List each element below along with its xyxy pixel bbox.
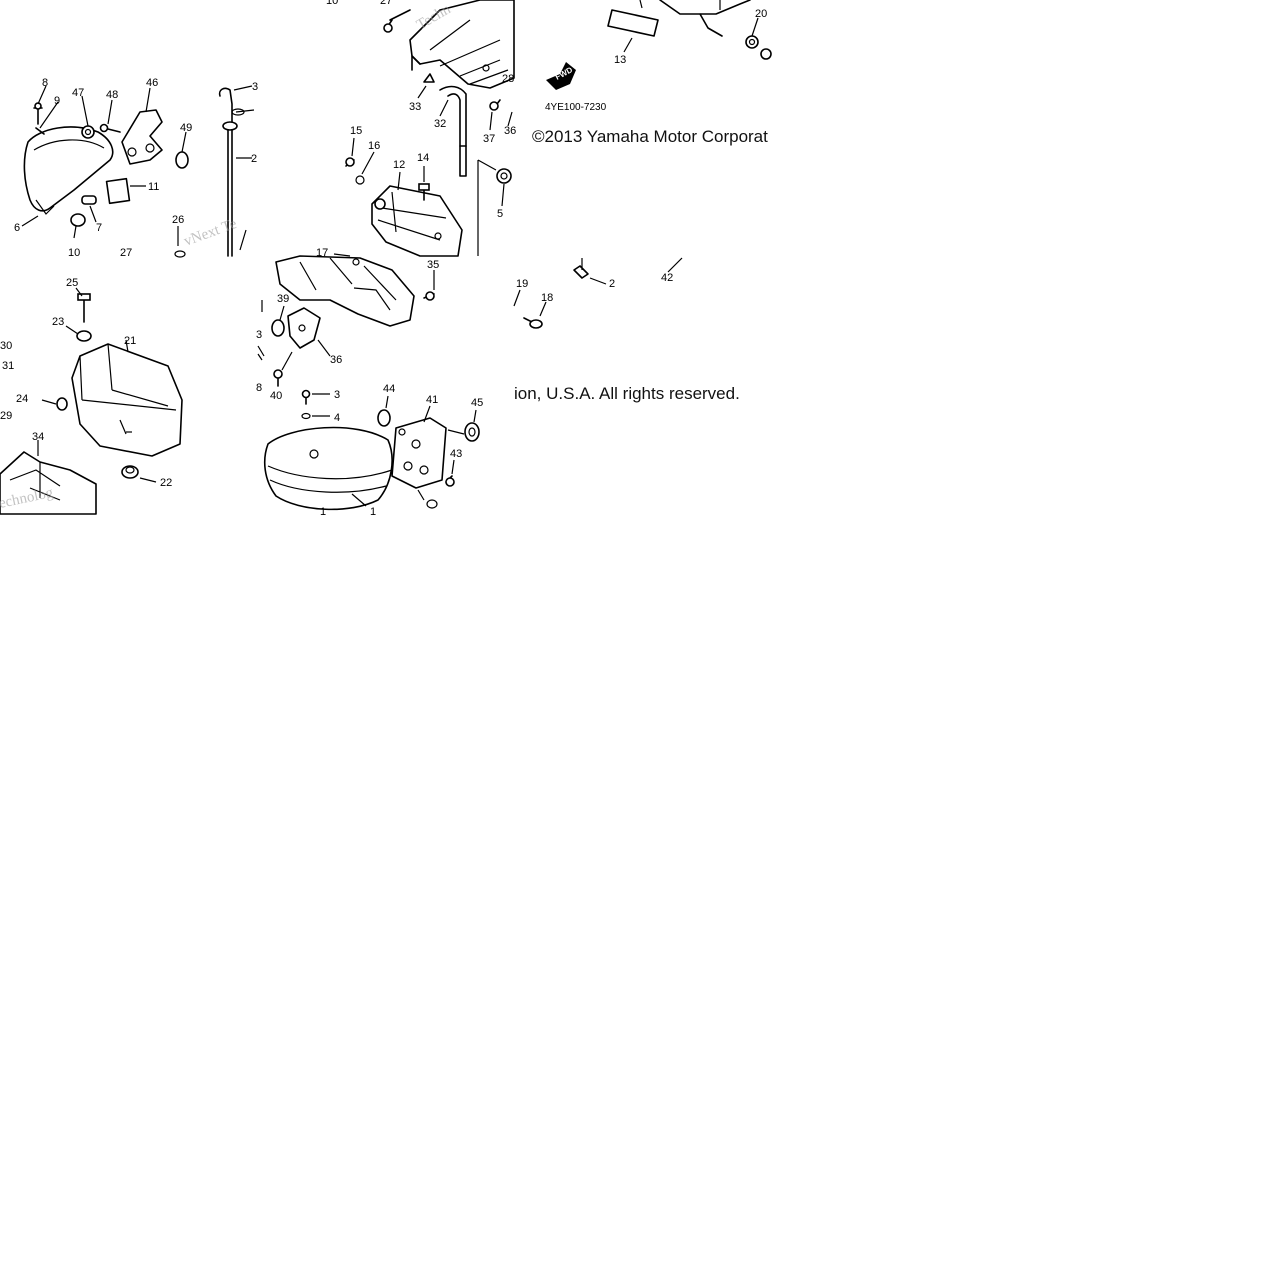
hose-part-32 <box>439 85 467 177</box>
callout-4: 4 <box>334 412 340 424</box>
callout-23: 23 <box>52 316 64 328</box>
callout-29: 29 <box>0 410 12 422</box>
headlight-cowl-part-6 <box>23 126 114 212</box>
callout-35: 35 <box>427 259 439 271</box>
callout-14: 14 <box>417 152 429 164</box>
callout-41: 41 <box>426 394 438 406</box>
callout-17: 17 <box>316 247 328 259</box>
callout-15: 15 <box>350 125 362 137</box>
callout-1-b: 1 <box>370 506 376 518</box>
copyright-part-b: ion, U.S.A. All rights reserved. <box>514 384 740 403</box>
callout-39: 39 <box>277 293 289 305</box>
bracket-part-41 <box>391 417 447 489</box>
callout-33: 33 <box>409 101 421 113</box>
callout-46: 46 <box>146 77 158 89</box>
watermark-b: Techn <box>414 1 454 33</box>
callout-21: 21 <box>124 335 136 347</box>
callout-19: 19 <box>516 278 528 290</box>
tile-middle-left <box>0 287 183 515</box>
callout-9: 9 <box>54 95 60 107</box>
watermark-c: echnolog <box>0 485 55 512</box>
callout-31: 31 <box>2 360 14 372</box>
callout-10-top: 10 <box>326 0 338 7</box>
diagram-code: 4YE100-7230 <box>545 102 607 113</box>
tile-top-left <box>21 85 255 258</box>
callout-7: 7 <box>96 222 102 234</box>
callout-24: 24 <box>16 393 28 405</box>
callout-27-top: 27 <box>380 0 392 7</box>
callout-labels: 10 27 8 9 47 48 46 49 11 7 6 10 27 26 3 … <box>0 0 767 518</box>
tile-middle-center <box>257 253 480 511</box>
callout-43: 43 <box>450 448 462 460</box>
callout-36-top: 36 <box>504 125 516 137</box>
tile-top-center <box>345 0 515 257</box>
callout-11: 11 <box>148 181 159 193</box>
callout-27: 27 <box>120 247 132 259</box>
callout-36: 36 <box>330 354 342 366</box>
callout-22: 22 <box>160 477 172 489</box>
bracket-part-46 <box>121 109 163 165</box>
callout-13: 13 <box>614 54 626 66</box>
callout-37: 37 <box>483 133 495 145</box>
callout-44: 44 <box>383 383 395 395</box>
callout-20: 20 <box>755 8 767 20</box>
callout-12: 12 <box>393 159 405 171</box>
bracket-assembly-part-17 <box>275 255 415 327</box>
watermark-a: vNext Te <box>182 216 239 250</box>
copyright-part-a: ©2013 Yamaha Motor Corporat <box>532 127 768 146</box>
side-cover-part-1 <box>263 426 393 511</box>
callout-26: 26 <box>172 214 184 226</box>
callout-25: 25 <box>66 277 78 289</box>
tray-part-12 <box>371 185 463 257</box>
callout-32: 32 <box>434 118 446 130</box>
callout-5: 5 <box>497 208 503 220</box>
callout-8-edge: 8 <box>256 382 262 394</box>
tile-middle-right <box>513 257 683 329</box>
callout-2-dipstick: 2 <box>251 153 257 165</box>
callout-10: 10 <box>68 247 80 259</box>
callout-28: 28 <box>502 73 514 85</box>
callout-3-dipstick: 3 <box>252 81 258 93</box>
callout-3: 3 <box>334 389 340 401</box>
callout-34: 34 <box>32 431 44 443</box>
fwd-arrow-icon: FWD <box>546 62 576 90</box>
callout-3-edge: 3 <box>256 329 262 341</box>
callout-42: 42 <box>661 272 673 284</box>
callout-8: 8 <box>42 77 48 89</box>
tile-top-right: FWD <box>546 0 772 90</box>
callout-16: 16 <box>368 140 380 152</box>
callout-6: 6 <box>14 222 20 234</box>
callout-47: 47 <box>72 87 84 99</box>
battery-box-part-21 <box>71 343 183 457</box>
callout-30: 30 <box>0 340 12 352</box>
callout-49: 49 <box>180 122 192 134</box>
callout-40: 40 <box>270 390 282 402</box>
callout-45: 45 <box>471 397 483 409</box>
callout-18: 18 <box>541 292 553 304</box>
callout-2: 2 <box>609 278 615 290</box>
callout-48: 48 <box>106 89 118 101</box>
callout-1-a: 1 <box>320 506 326 518</box>
